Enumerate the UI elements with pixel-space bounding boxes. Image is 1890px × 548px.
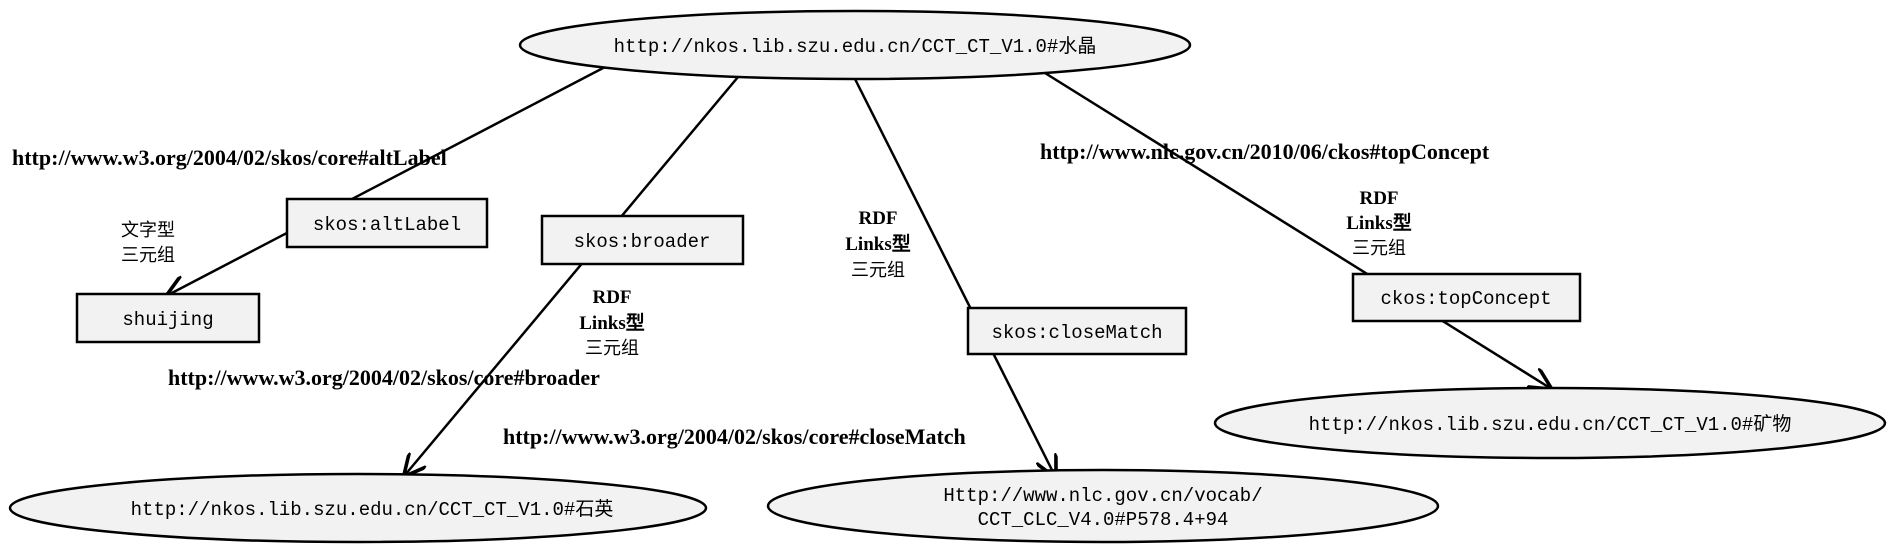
node-shiying: http://nkos.lib.szu.edu.cn/CCT_CT_V1.0#石… — [8, 472, 708, 544]
node-nlc-vocab-label-line1: Http://www.nlc.gov.cn/vocab/ — [943, 485, 1262, 507]
node-root-shape — [518, 9, 1192, 81]
node-kuangwu-label: http://nkos.lib.szu.edu.cn/CCT_CT_V1.0#矿… — [1309, 413, 1792, 436]
edge-topconcept-arrow — [1044, 71, 1550, 388]
annotation-rdf-links-broader: RDF Links型 三元组 — [579, 287, 644, 359]
node-shuijing: shuijing — [75, 292, 261, 344]
annotation-rdf-links-closematch-line3: 三元组 — [851, 260, 905, 281]
node-nlc-vocab-shape — [766, 468, 1440, 544]
edge-topconcept-box-label: ckos:topConcept — [1380, 288, 1551, 310]
annotation-rdf-links-closematch-line1: RDF — [858, 208, 897, 229]
annotation-rdf-links-closematch-line2: Links型 — [845, 232, 910, 255]
annotation-rdf-links-topconcept-line3: 三元组 — [1352, 238, 1406, 259]
edge-altlabel-uri: http://www.w3.org/2004/02/skos/core#altL… — [12, 145, 447, 170]
edge-closematch-arrow — [853, 78, 1055, 476]
edge-broader-box-label: skos:broader — [574, 231, 711, 253]
edge-broader-arrow — [405, 76, 739, 475]
node-shiying-label: http://nkos.lib.szu.edu.cn/CCT_CT_V1.0#石… — [131, 498, 614, 521]
annotation-rdf-links-closematch: RDF Links型 三元组 — [845, 208, 910, 281]
annotation-text-triple: 文字型 三元组 — [121, 220, 175, 266]
node-kuangwu-shape — [1213, 386, 1887, 460]
edge-altlabel-box: skos:altLabel — [285, 197, 489, 249]
edge-closematch-uri: http://www.w3.org/2004/02/skos/core#clos… — [503, 424, 966, 449]
edge-closematch-box-label: skos:closeMatch — [991, 322, 1162, 344]
annotation-text-triple-line2: 三元组 — [121, 245, 175, 266]
annotation-text-triple-line1: 文字型 — [121, 220, 175, 241]
annotation-rdf-links-broader-line1: RDF — [592, 287, 631, 308]
node-shuijing-shape — [75, 292, 261, 344]
annotation-rdf-links-topconcept-line2: Links型 — [1346, 211, 1411, 234]
node-shiying-shape — [8, 472, 708, 544]
edge-broader-uri: http://www.w3.org/2004/02/skos/core#broa… — [168, 365, 600, 390]
node-shuijing-label: shuijing — [122, 309, 213, 331]
node-root-label: http://nkos.lib.szu.edu.cn/CCT_CT_V1.0#水… — [614, 35, 1097, 58]
edge-broader-box: skos:broader — [540, 214, 745, 266]
node-kuangwu: http://nkos.lib.szu.edu.cn/CCT_CT_V1.0#矿… — [1213, 386, 1887, 460]
annotation-rdf-links-broader-line2: Links型 — [579, 311, 644, 334]
annotation-rdf-links-topconcept: RDF Links型 三元组 — [1346, 188, 1411, 259]
annotation-rdf-links-broader-line3: 三元组 — [585, 338, 639, 359]
annotation-rdf-links-topconcept-line1: RDF — [1359, 188, 1398, 209]
edge-topconcept-uri: http://www.nlc.gov.cn/2010/06/ckos#topCo… — [1040, 139, 1490, 164]
node-nlc-vocab-label-line2: CCT_CLC_V4.0#P578.4+94 — [978, 509, 1229, 531]
edge-topconcept-box: ckos:topConcept — [1351, 272, 1582, 323]
edge-closematch-box: skos:closeMatch — [966, 306, 1188, 356]
edge-altlabel-box-label: skos:altLabel — [313, 214, 461, 236]
node-nlc-vocab: Http://www.nlc.gov.cn/vocab/ CCT_CLC_V4.… — [766, 468, 1440, 544]
edge-altlabel-arrow — [168, 65, 606, 295]
node-root: http://nkos.lib.szu.edu.cn/CCT_CT_V1.0#水… — [518, 9, 1192, 81]
